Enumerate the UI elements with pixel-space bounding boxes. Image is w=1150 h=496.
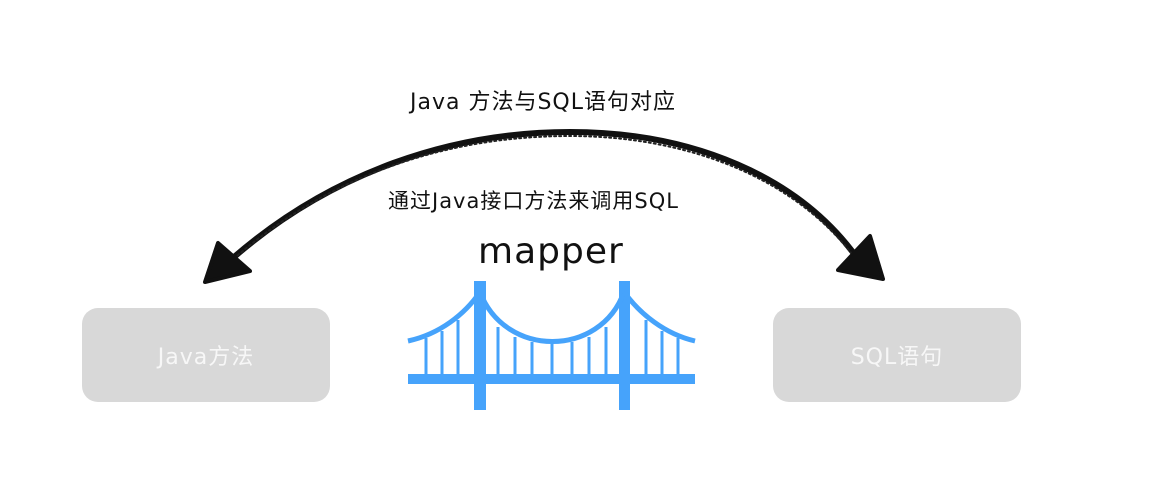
double-headed-arc-arrow — [203, 129, 885, 284]
java-method-label: Java方法 — [157, 345, 255, 370]
java-method-box: Java方法 — [82, 308, 330, 402]
top-caption: Java 方法与SQL语句对应 — [410, 90, 677, 115]
left-arrowhead — [203, 241, 252, 284]
right-arrowhead — [836, 234, 885, 281]
bridge-icon — [407, 281, 696, 410]
cable-right-side — [621, 290, 696, 344]
bridge-deck — [408, 374, 695, 384]
arc-line-texture — [229, 135, 856, 263]
middle-caption: 通过Java接口方法来调用SQL — [388, 189, 679, 213]
cable-main — [477, 291, 627, 344]
cable-left-side — [407, 290, 483, 344]
arc-line — [222, 129, 863, 268]
bridge-hangers — [424, 320, 680, 374]
mapper-label: mapper — [478, 231, 624, 272]
sql-statement-box: SQL语句 — [773, 308, 1021, 402]
sql-statement-label: SQL语句 — [850, 345, 944, 370]
right-tower — [619, 281, 630, 410]
